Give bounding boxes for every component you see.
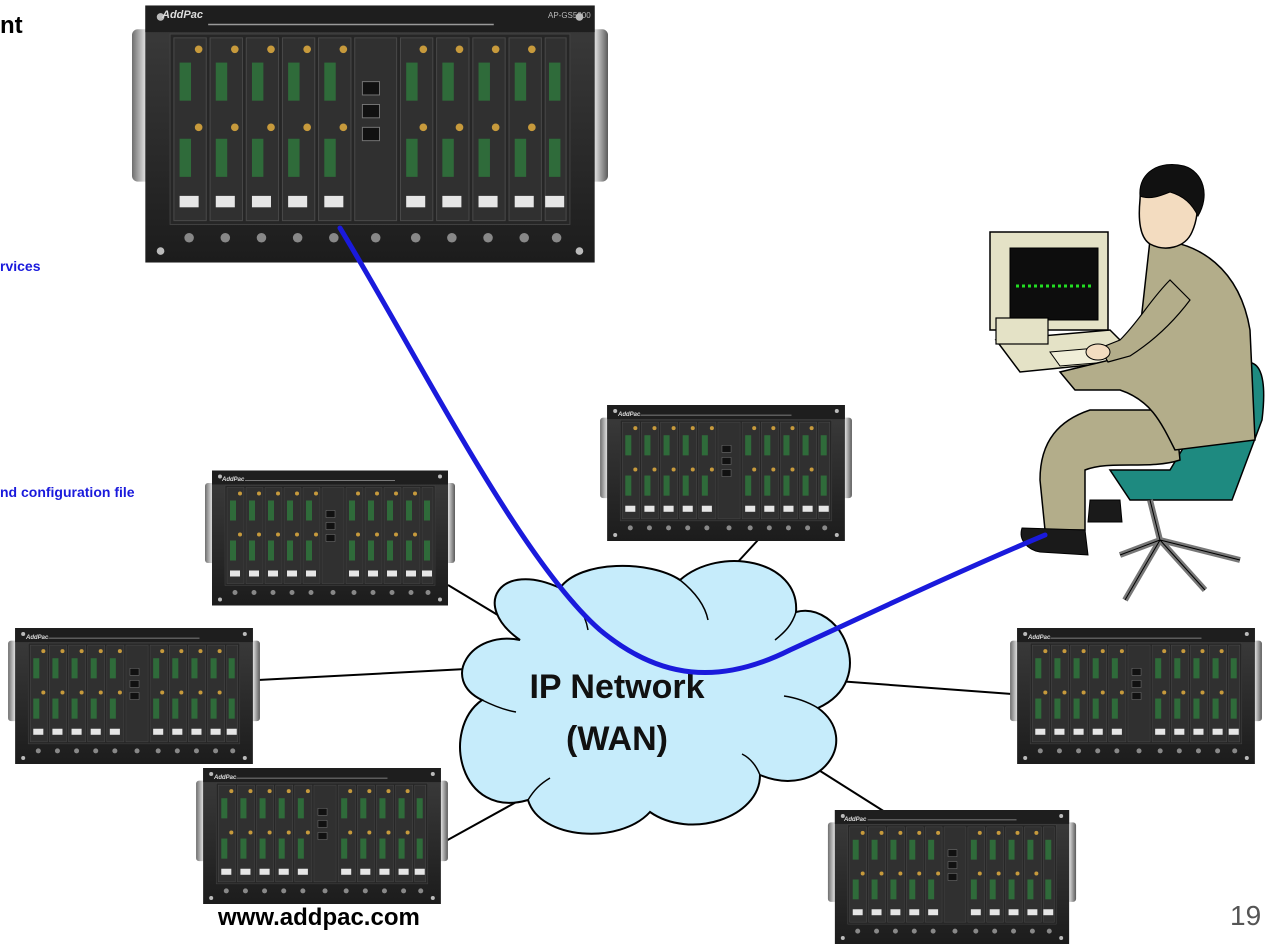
page-number: 19 — [1230, 900, 1262, 931]
link-left-mid — [257, 667, 486, 681]
services-label: rvices — [0, 258, 41, 274]
configuration-file-label: nd configuration file — [0, 484, 135, 500]
gateway-left-mid: AddPac — [8, 628, 260, 764]
cloud-label-line1: IP Network — [529, 668, 704, 706]
ip-network-cloud: IP Network (WAN) — [459, 560, 851, 835]
gateway-left-top-brand: AddPac — [221, 477, 245, 483]
main-gateway: AddPac AP-GS5000 — [132, 4, 608, 264]
gateway-top-center: AddPac — [600, 405, 852, 541]
footer-url: www.addpac.com — [218, 904, 420, 931]
gateway-bottom-right: AddPac — [827, 810, 1077, 944]
main-gateway-model: AP-GS5000 — [548, 11, 591, 20]
gateway-top-center-brand: AddPac — [617, 412, 641, 418]
operator-workstation — [989, 164, 1265, 602]
link-right — [823, 679, 1013, 695]
cloud-label-line2: (WAN) — [566, 720, 668, 758]
link-left-bottom — [443, 799, 521, 843]
management-link — [337, 225, 1048, 675]
gateway-left-mid-brand: AddPac — [25, 635, 49, 641]
slide-heading-fragment: nt — [0, 12, 23, 39]
gateway-left-bottom: AddPac — [196, 768, 448, 904]
main-gateway-brand: AddPac — [161, 9, 203, 21]
gateway-right-brand: AddPac — [1027, 635, 1051, 641]
gateway-left-bottom-brand: AddPac — [213, 775, 237, 781]
gateway-right: AddPac — [1010, 628, 1262, 764]
gateway-left-top: AddPac — [205, 470, 455, 606]
gateway-bottom-right-brand: AddPac — [843, 817, 867, 823]
